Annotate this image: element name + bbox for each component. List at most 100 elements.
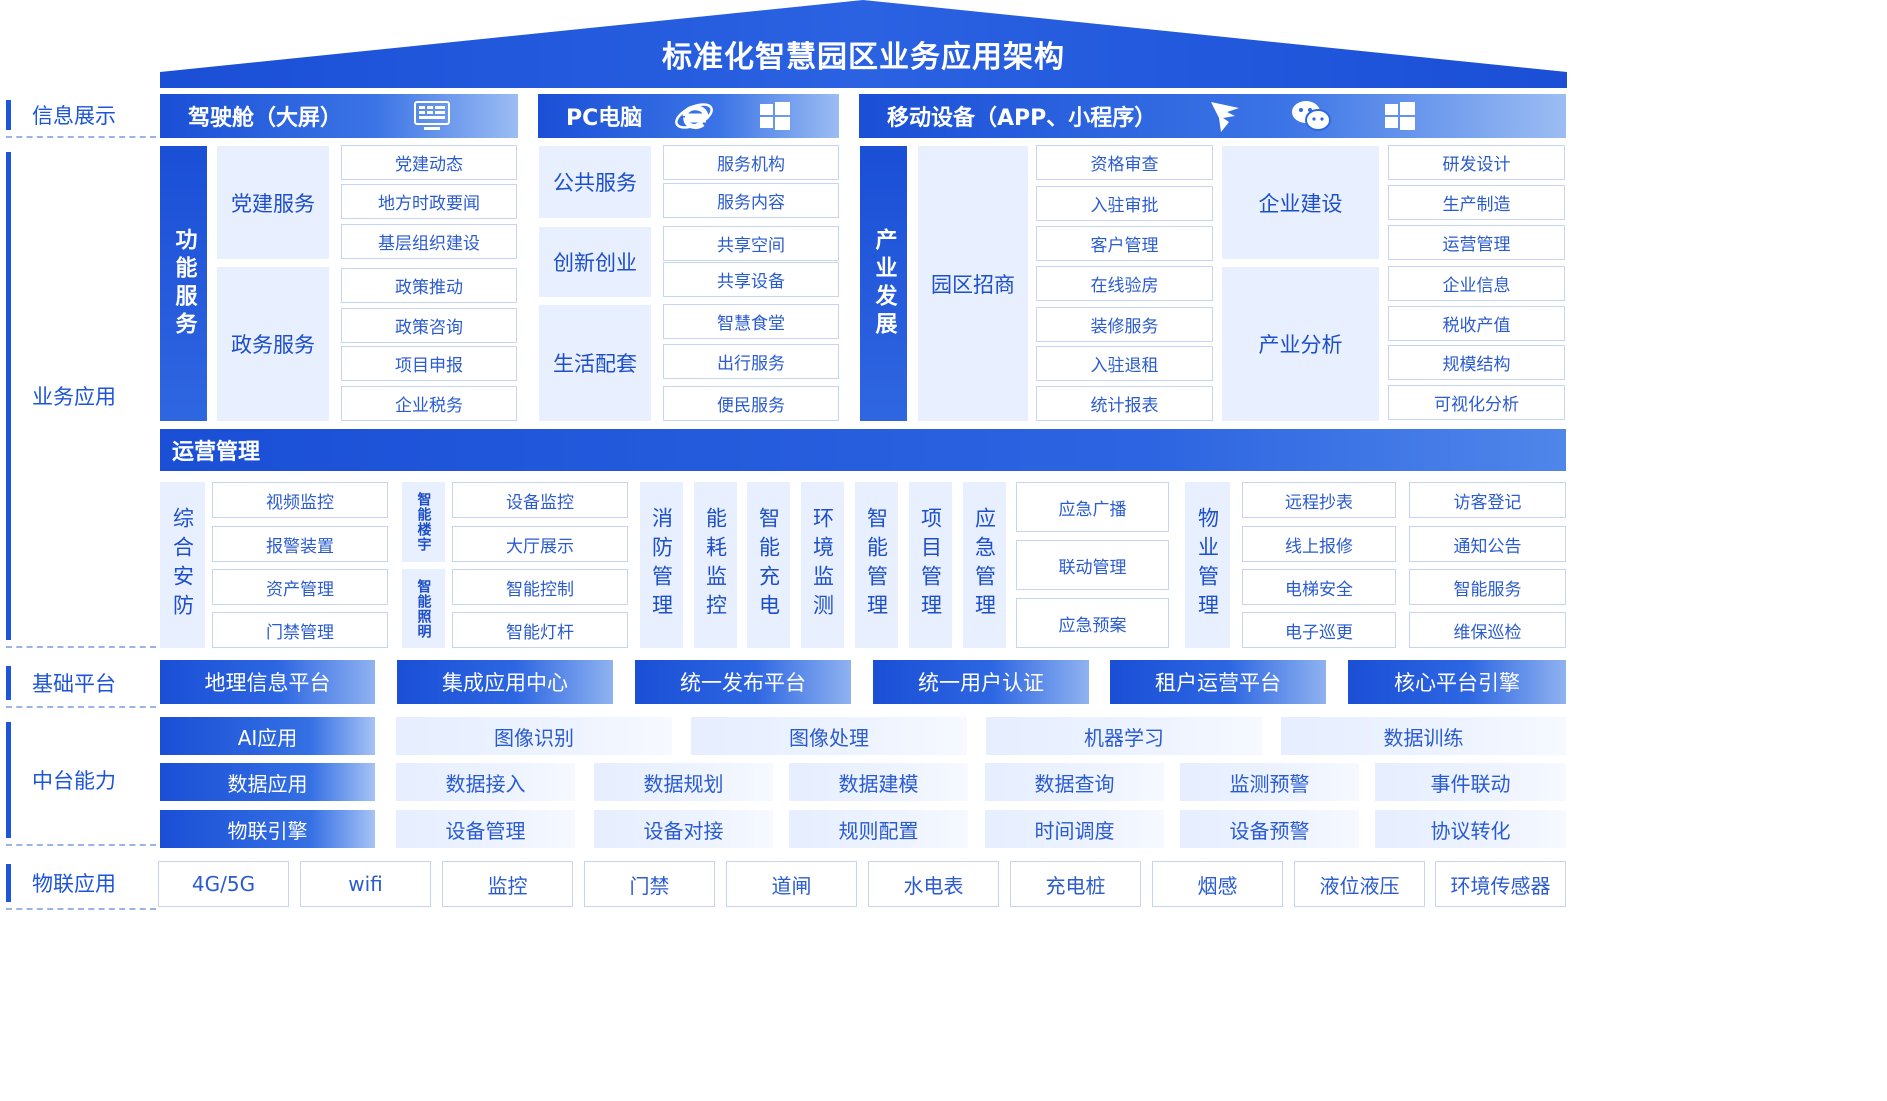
monitor-icon [414,101,450,130]
item-stat-report[interactable]: 统计报表 [1036,386,1213,421]
column-environment[interactable]: 环境监测 [801,482,844,648]
category-public: 公共服务 [539,146,651,218]
item-hall-display[interactable]: 大厅展示 [452,526,628,562]
platform-publish[interactable]: 统一发布平台 [635,660,851,704]
item-convenience[interactable]: 便民服务 [663,386,839,421]
item-smart-canteen[interactable]: 智慧食堂 [663,304,839,339]
iot-barrier[interactable]: 道闸 [726,861,857,907]
platform-gis[interactable]: 地理信息平台 [160,660,375,704]
iot-monitor[interactable]: 监控 [442,861,573,907]
item-org-building[interactable]: 基层组织建设 [341,224,517,259]
iot-smoke[interactable]: 烟感 [1152,861,1283,907]
display-pc-label: PC电脑 [566,106,643,131]
item-smart-pole[interactable]: 智能灯杆 [452,612,628,648]
platform-tenant[interactable]: 租户运营平台 [1110,660,1326,704]
item-event-linkage[interactable]: 事件联动 [1375,763,1566,801]
item-visual-analysis[interactable]: 可视化分析 [1388,385,1565,420]
item-policy-push[interactable]: 政策推动 [341,268,517,303]
iot-liquid[interactable]: 液位液压 [1294,861,1425,907]
display-cockpit-label: 驾驶舱（大屏） [188,106,343,131]
item-service-content[interactable]: 服务内容 [663,183,839,218]
item-data-modeling[interactable]: 数据建模 [789,763,968,801]
item-rule-config[interactable]: 规则配置 [789,810,968,848]
display-mobile-label: 移动设备（APP、小程序） [887,106,1157,131]
item-maintenance[interactable]: 维保巡检 [1409,612,1566,648]
item-customer[interactable]: 客户管理 [1036,226,1213,261]
item-video-monitor[interactable]: 视频监控 [212,482,388,518]
item-device-monitor[interactable]: 设备监控 [452,482,628,518]
iot-access[interactable]: 门禁 [584,861,715,907]
item-device-connect[interactable]: 设备对接 [594,810,773,848]
column-project[interactable]: 项目管理 [909,482,952,648]
item-approval[interactable]: 入驻审批 [1036,186,1213,221]
category-living: 生活配套 [539,305,651,421]
column-fire[interactable]: 消防管理 [640,482,683,648]
item-project-apply[interactable]: 项目申报 [341,346,517,381]
item-time-schedule[interactable]: 时间调度 [985,810,1164,848]
column-energy[interactable]: 能耗监控 [694,482,737,648]
iot-wifi[interactable]: wifi [300,861,431,907]
item-tax-output[interactable]: 税收产值 [1388,306,1565,341]
operations-header: 运营管理 [160,429,1566,471]
item-image-processing[interactable]: 图像处理 [691,717,967,755]
column-smart-manage[interactable]: 智能管理 [855,482,898,648]
category-smart-lighting: 智能照明 [402,569,445,648]
item-notice[interactable]: 通知公告 [1409,526,1566,562]
item-data-access[interactable]: 数据接入 [396,763,575,801]
windows-icon [760,102,790,130]
item-enterprise-tax[interactable]: 企业税务 [341,386,517,421]
item-data-query[interactable]: 数据查询 [985,763,1164,801]
item-rd-design[interactable]: 研发设计 [1388,145,1565,180]
item-machine-learning[interactable]: 机器学习 [986,717,1262,755]
item-house-check[interactable]: 在线验房 [1036,266,1213,301]
item-party-news[interactable]: 党建动态 [341,145,517,180]
wechat-icon [1292,101,1331,131]
item-remote-meter[interactable]: 远程抄表 [1242,482,1396,518]
item-device-alert[interactable]: 设备预警 [1180,810,1359,848]
item-data-training[interactable]: 数据训练 [1281,717,1566,755]
item-smart-service[interactable]: 智能服务 [1409,569,1566,605]
platform-integration[interactable]: 集成应用中心 [397,660,613,704]
category-government: 政务服务 [217,267,329,421]
iot-4g5g[interactable]: 4G/5G [158,861,289,907]
column-emergency[interactable]: 应急管理 [963,482,1006,648]
item-shared-space[interactable]: 共享空间 [663,226,839,261]
item-protocol-convert[interactable]: 协议转化 [1375,810,1566,848]
column-charging[interactable]: 智能充电 [747,482,790,648]
item-patrol[interactable]: 电子巡更 [1242,612,1396,648]
item-emergency-broadcast[interactable]: 应急广播 [1016,482,1169,532]
item-travel[interactable]: 出行服务 [663,344,839,379]
item-online-repair[interactable]: 线上报修 [1242,526,1396,562]
item-elevator[interactable]: 电梯安全 [1242,569,1396,605]
item-decoration[interactable]: 装修服务 [1036,307,1213,342]
item-enterprise-info[interactable]: 企业信息 [1388,266,1565,301]
item-monitor-alert[interactable]: 监测预警 [1180,763,1359,801]
item-checkin-out[interactable]: 入驻退租 [1036,346,1213,381]
item-service-org[interactable]: 服务机构 [663,145,839,180]
item-scale-structure[interactable]: 规模结构 [1388,345,1565,380]
item-image-recognition[interactable]: 图像识别 [396,717,672,755]
item-linkage[interactable]: 联动管理 [1016,540,1169,590]
item-production[interactable]: 生产制造 [1388,185,1565,220]
iot-meter[interactable]: 水电表 [868,861,999,907]
item-qualification[interactable]: 资格审查 [1036,145,1213,180]
iot-charger[interactable]: 充电桩 [1010,861,1141,907]
item-visitor[interactable]: 访客登记 [1409,482,1566,518]
item-local-news[interactable]: 地方时政要闻 [341,184,517,219]
item-asset[interactable]: 资产管理 [212,569,388,605]
item-shared-device[interactable]: 共享设备 [663,262,839,297]
item-access-control[interactable]: 门禁管理 [212,612,388,648]
item-device-manage[interactable]: 设备管理 [396,810,575,848]
windows-icon [1385,102,1415,130]
iot-env-sensor[interactable]: 环境传感器 [1435,861,1566,907]
operations-title: 运营管理 [172,440,261,465]
item-operation[interactable]: 运营管理 [1388,225,1565,260]
platform-auth[interactable]: 统一用户认证 [873,660,1089,704]
item-emergency-plan[interactable]: 应急预案 [1016,598,1169,648]
item-data-planning[interactable]: 数据规划 [594,763,773,801]
item-policy-consult[interactable]: 政策咨询 [341,308,517,343]
platform-engine[interactable]: 核心平台引擎 [1348,660,1566,704]
label-middle-capability: 中台能力 [6,716,156,846]
item-alarm[interactable]: 报警装置 [212,526,388,562]
item-smart-control[interactable]: 智能控制 [452,569,628,605]
